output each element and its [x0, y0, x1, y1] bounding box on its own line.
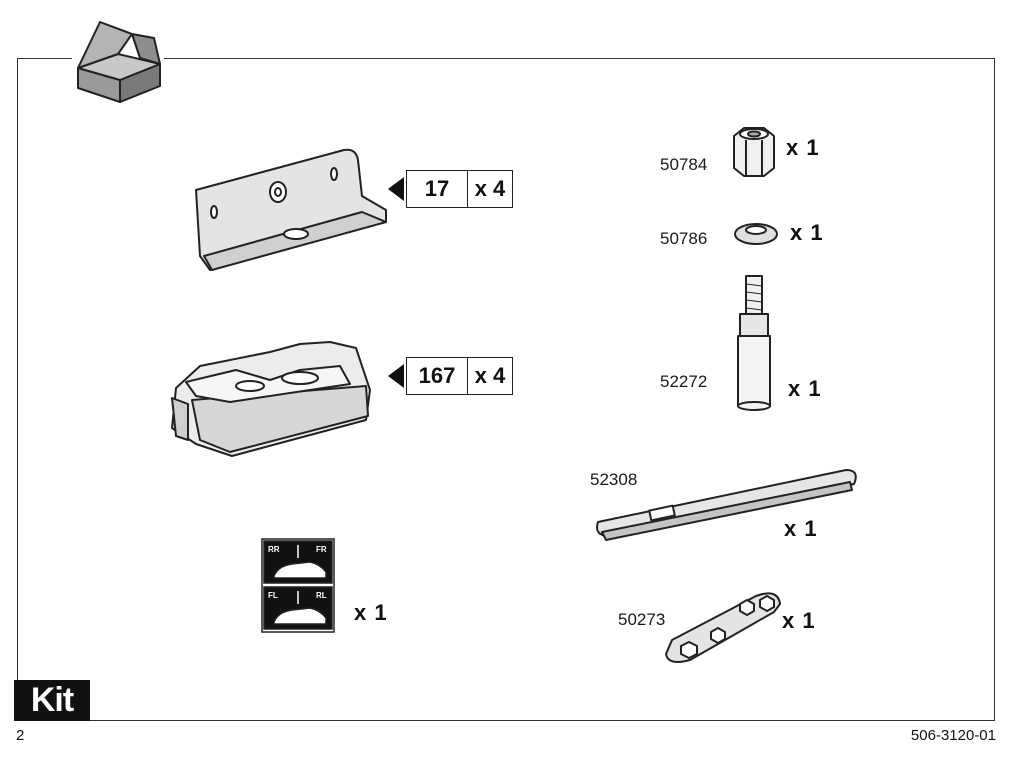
part-17-box: 17 x 4 — [406, 170, 513, 208]
sticker-label-fr: FR — [316, 545, 327, 554]
lever-part-52308 — [596, 469, 857, 541]
position-stickers — [261, 538, 335, 633]
part-167-tag: 167 x 4 — [388, 357, 513, 395]
sticker-label-fl: FL — [268, 591, 278, 600]
part-17-qty: x 4 — [474, 176, 506, 201]
wrench-part-50273 — [665, 592, 781, 663]
part-50786-qty: x 1 — [790, 220, 824, 245]
part-52308-number: 52308 — [590, 470, 638, 489]
kit-box-icon — [72, 21, 164, 104]
spacer-bolt-part-52272 — [737, 275, 771, 411]
washer-part-50786 — [734, 223, 778, 245]
sticker-label-rr: RR — [268, 545, 280, 554]
page-number: 2 — [16, 727, 25, 744]
part-167-box: 167 x 4 — [406, 357, 513, 395]
part-167-number: 167 — [407, 358, 468, 394]
page-frame — [17, 58, 995, 721]
part-50784-qty: x 1 — [786, 135, 820, 160]
part-50786-number: 50786 — [660, 229, 708, 248]
foot-pad-part-167 — [171, 341, 371, 457]
part-52272-number: 52272 — [660, 372, 708, 391]
part-50273-number: 50273 — [618, 610, 666, 629]
part-50784-number: 50784 — [660, 155, 708, 174]
part-50273-qty: x 1 — [782, 608, 816, 633]
part-17-number: 17 — [407, 171, 468, 207]
part-167-qty: x 4 — [474, 363, 506, 388]
pointer-arrow-icon — [388, 364, 404, 388]
nut-part-50784 — [733, 127, 775, 177]
document-code: 506-3120-01 — [910, 727, 996, 744]
part-17-tag: 17 x 4 — [388, 170, 513, 208]
part-52308-qty: x 1 — [784, 516, 818, 541]
pointer-arrow-icon — [388, 177, 404, 201]
stickers-qty: x 1 — [354, 600, 388, 625]
sticker-label-rl: RL — [316, 591, 327, 600]
part-52272-qty: x 1 — [788, 376, 822, 401]
bracket-part-17 — [195, 148, 387, 271]
kit-label: Kit — [14, 680, 90, 721]
